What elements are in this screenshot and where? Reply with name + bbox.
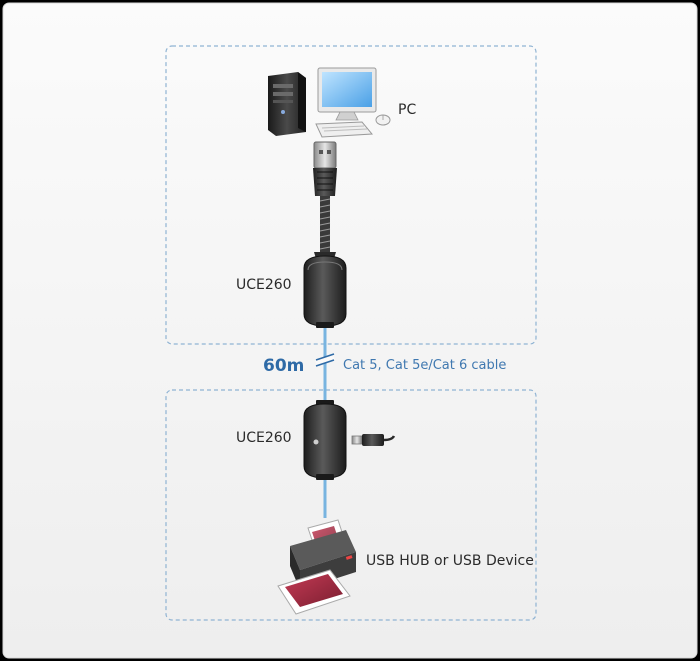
uce260-remote-label: UCE260 [236,430,292,446]
cable-type-label: Cat 5, Cat 5e/Cat 6 cable [343,358,507,373]
device-side-box [165,389,537,621]
usb-device-label: USB HUB or USB Device [366,553,534,569]
uce260-remote-unit-icon [303,400,347,480]
printer-icon [277,519,356,615]
power-plug-icon [351,434,396,446]
distance-label: 60m [263,356,305,376]
pc-side-box [165,45,537,345]
pc-label: PC [398,102,417,118]
cable-break-icon [315,353,335,367]
uce260-local-label: UCE260 [236,277,292,293]
pc-computer-icon [268,67,391,138]
uce260-local-unit-icon [303,255,347,328]
